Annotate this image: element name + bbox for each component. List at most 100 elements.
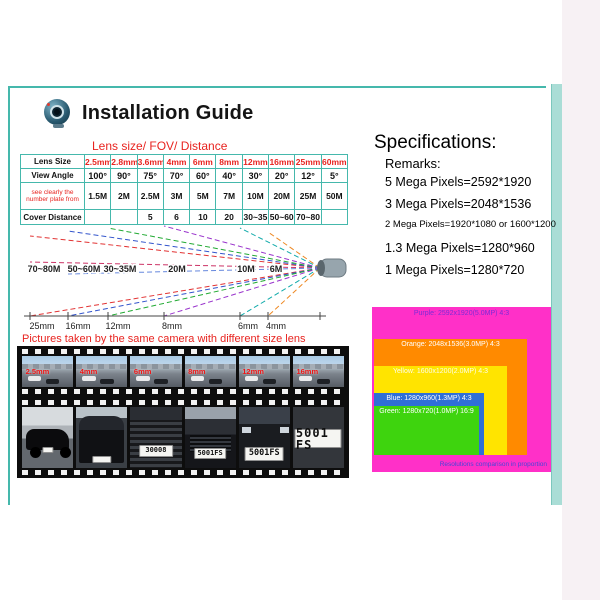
lens-axis-labels: 25mm 16mm 12mm 8mm 6mm 4mm: [29, 321, 286, 331]
lens-col-header: 3.6mm: [136, 154, 164, 169]
lens-table: Lens Size 2.5mm 2.8mm 3.6mm 4mm 6mm 8mm …: [20, 154, 349, 225]
res-box-label: Orange: 2048x1536(3.0MP) 4:3: [401, 341, 500, 348]
webcam-lens: [54, 109, 60, 115]
film-strip-row1: 2.5mm 4mm 6mm 8mm 12mm 16mm: [17, 346, 349, 397]
table-cell: 60°: [189, 168, 217, 183]
lens-col-header: 2.8mm: [110, 154, 138, 169]
lens-label: 25mm: [29, 321, 54, 331]
lens-col-header: 4mm: [162, 154, 191, 169]
table-cell: 30°: [241, 168, 270, 183]
film-sprocket-holes: [22, 349, 344, 354]
table-cell: 6: [162, 209, 191, 225]
camera-icon: [317, 258, 347, 278]
lens-tag: 12mm: [242, 366, 264, 376]
lens-label: 8mm: [162, 321, 182, 331]
table-cell: 12°: [294, 168, 322, 183]
resolution-chart: Purple: 2592x1920(5.0MP) 4:3 Orange: 204…: [372, 307, 551, 472]
table-row-cover-distance: Cover Distance 5 6 10 20 30~35 50~60 70~…: [20, 209, 349, 225]
webcam-stand: [53, 124, 64, 128]
specifications-heading: Specifications:: [374, 132, 497, 153]
table-cell: [320, 209, 349, 225]
row-label: View Angle: [20, 168, 85, 183]
webcam-led: [47, 103, 50, 106]
distance-label: 30~35M: [104, 264, 137, 274]
table-row-see-clearly: see clearly the number plate from 1.5M 2…: [20, 182, 349, 210]
table-cell: 2M: [110, 182, 138, 210]
sample-photo: 8mm: [184, 356, 236, 387]
film-caption: Pictures taken by the same camera with d…: [22, 333, 306, 345]
table-cell: 3M: [162, 182, 191, 210]
table-row-lens-size: Lens Size 2.5mm 2.8mm 3.6mm 4mm 6mm 8mm …: [20, 154, 349, 169]
table-cell: 70°: [162, 168, 191, 183]
spec-line: 2 Mega Pixels=1920*1080 or 1600*1200: [385, 219, 556, 230]
distance-label: 70~80M: [28, 264, 61, 274]
res-box-label: Green: 1280x720(1.0MP) 16:9: [379, 408, 474, 415]
frame-top-line: [8, 86, 546, 88]
lens-tag: 16mm: [296, 366, 319, 376]
table-cell: 90°: [110, 168, 138, 183]
lens-label: 12mm: [105, 321, 130, 331]
table-cell: 40°: [215, 168, 243, 183]
table-cell: 100°: [83, 168, 112, 183]
page-right-margin: [562, 0, 600, 600]
table-cell: 20: [215, 209, 243, 225]
lens-col-header: 6mm: [189, 154, 217, 169]
table-cell: 70~80: [294, 209, 322, 225]
lens-tag: 6mm: [133, 366, 152, 376]
distance-label: 6M: [270, 264, 283, 274]
lens-col-header: 25mm: [294, 154, 322, 169]
lens-label: 16mm: [65, 321, 90, 331]
res-box-green: Green: 1280x720(1.0MP) 16:9: [374, 406, 479, 455]
table-row-view-angle: View Angle 100° 90° 75° 70° 60° 40° 30° …: [20, 168, 349, 183]
spec-line: 1.3 Mega Pixels=1280*960: [385, 241, 535, 255]
fov-fan-lines: [29, 225, 321, 317]
lens-col-header: 2.5mm: [83, 154, 112, 169]
distance-labels: 70~80M 50~60M 30~35M 20M 10M 6M: [26, 263, 284, 276]
lens-tag: 2.5mm: [25, 366, 50, 376]
res-chart-caption: Resolutions comparison in proportion: [439, 461, 547, 468]
sample-photo: 12mm: [238, 356, 290, 387]
lens-label: 6mm: [238, 321, 258, 331]
sample-photo: 16mm: [292, 356, 345, 387]
spec-line: 5 Mega Pixels=2592*1920: [385, 175, 532, 189]
license-plate: 30008: [139, 444, 173, 458]
webcam-logo-icon: [44, 99, 74, 129]
sample-photo: 6mm: [130, 356, 182, 387]
res-box-label: Blue: 1280x960(1.3MP) 4:3: [386, 395, 472, 402]
table-cell: 20°: [268, 168, 296, 183]
table-cell: 75°: [136, 168, 164, 183]
car-photo: 5001 FS: [292, 407, 345, 468]
license-plate: 5001FS: [194, 448, 226, 460]
spec-line: 3 Mega Pixels=2048*1536: [385, 197, 532, 211]
table-cell: 5M: [189, 182, 217, 210]
row-label: see clearly the number plate from: [20, 182, 85, 210]
distance-label: 50~60M: [68, 264, 101, 274]
axis-ticks: [29, 312, 321, 320]
license-plate: 5001 FS: [294, 426, 342, 451]
row-label: Lens Size: [20, 154, 85, 169]
distance-label: 10M: [237, 264, 255, 274]
spec-line: 1 Mega Pixels=1280*720: [385, 263, 525, 277]
remarks-label: Remarks:: [385, 156, 441, 171]
frame-left-line: [8, 86, 10, 505]
lens-tag: 8mm: [188, 366, 206, 376]
lens-label: 4mm: [266, 321, 286, 331]
distance-label: 20M: [168, 264, 186, 274]
lens-col-header: 16mm: [268, 154, 296, 169]
film-sprocket-holes: [22, 470, 344, 475]
table-cell: 25M: [294, 182, 322, 210]
frame-right-bar: [551, 84, 562, 505]
car-photo: 5001FS: [238, 407, 290, 468]
table-cell: 1.5M: [83, 182, 112, 210]
table-cell: 5: [136, 209, 164, 225]
lens-col-header: 12mm: [241, 154, 270, 169]
film-strip-row2: 30008 5001FS 5001FS 5001 FS: [17, 397, 349, 478]
car-photo: 30008: [130, 407, 182, 468]
res-box-label-purple: Purple: 2592x1920(5.0MP) 4:3: [413, 310, 510, 317]
car-photo: [76, 407, 128, 468]
license-plate: 5001FS: [244, 446, 284, 461]
table-cell: 10: [189, 209, 217, 225]
sample-photo: 2.5mm: [22, 356, 74, 387]
license-plate: [92, 455, 112, 464]
